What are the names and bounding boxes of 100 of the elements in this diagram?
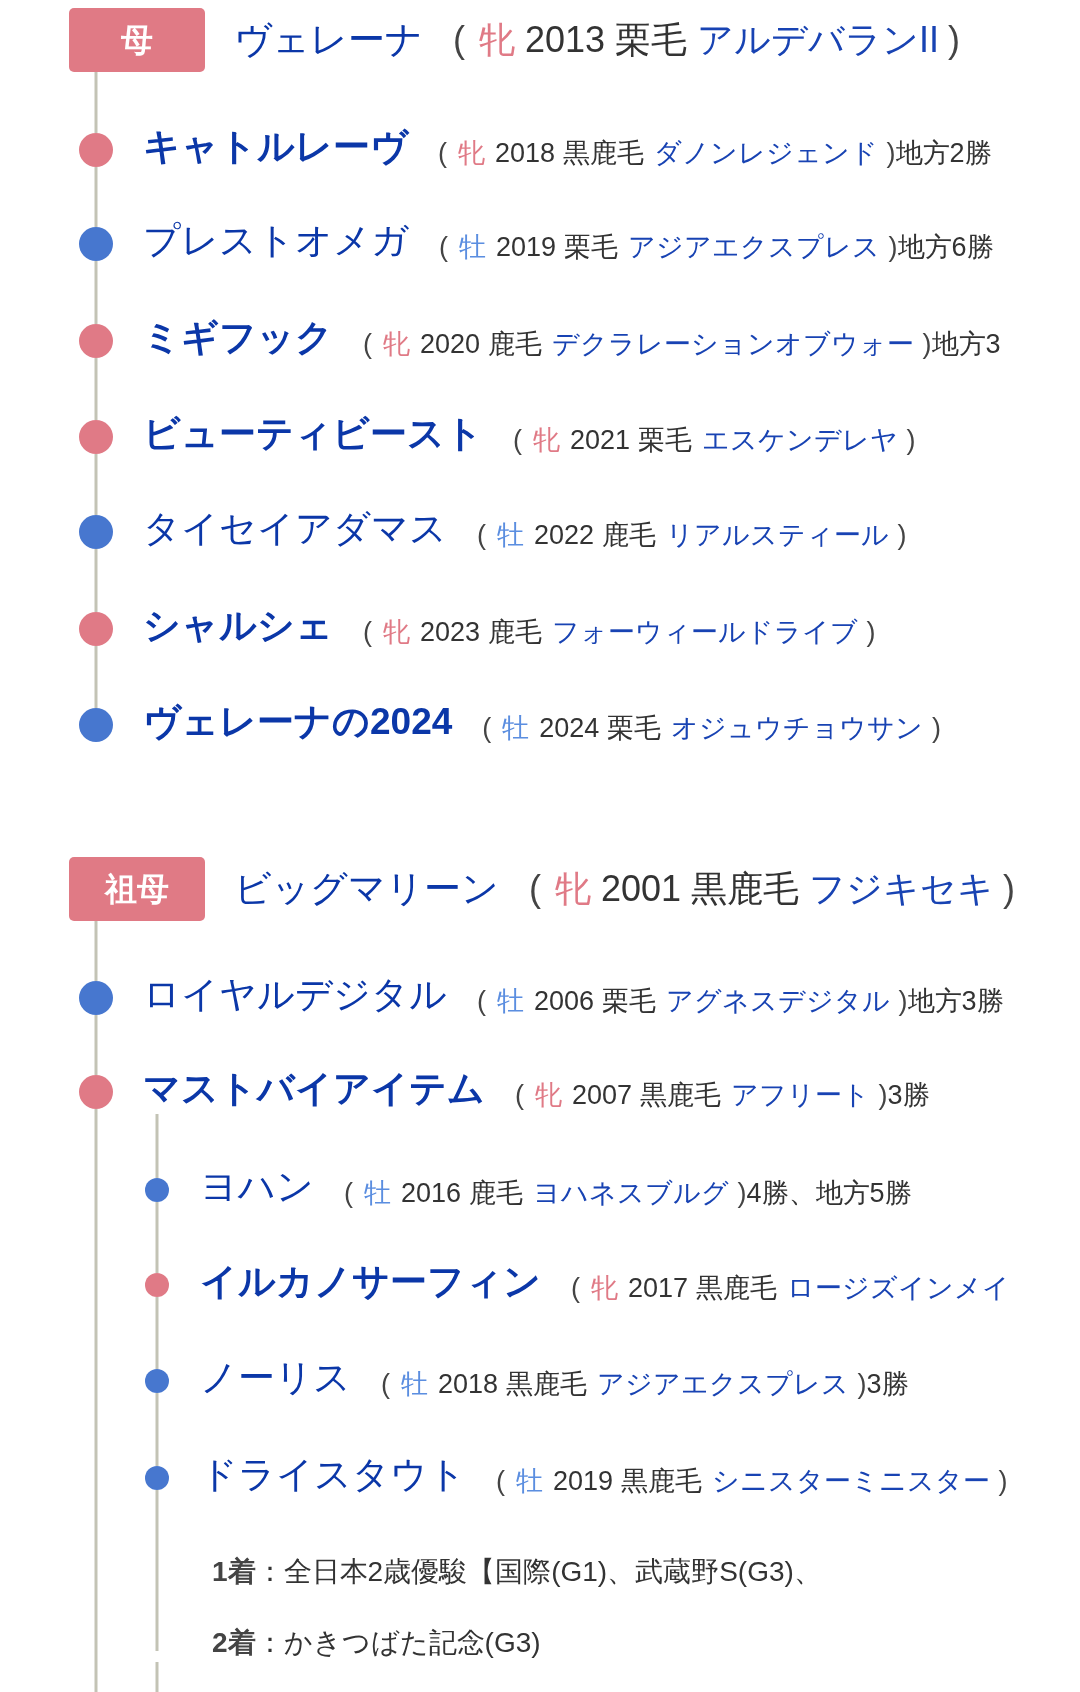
timeline-line [94, 358, 98, 420]
sex-mark: 牡 [497, 984, 524, 1018]
sex-mark: 牡 [497, 518, 524, 552]
race-result: 1着：全日本2歳優駿【国際(G1)、武蔵野S(G3)、 [212, 1554, 822, 1589]
parenthesis: ) [888, 230, 898, 264]
birth-year-coat: 2017 黒鹿毛 [628, 1271, 777, 1305]
parenthesis: ( [453, 17, 465, 62]
birth-year-coat: 2016 鹿毛 [401, 1176, 523, 1210]
parenthesis: ) [737, 1176, 747, 1210]
birth-year-coat: 2018 黒鹿毛 [495, 136, 644, 170]
birth-year-coat: 2021 栗毛 [570, 423, 692, 457]
parenthesis: ( [571, 1271, 580, 1305]
race-record: 地方6勝 [897, 230, 994, 264]
parenthesis: ( [513, 423, 522, 457]
sire-name: ロージズインメイ [786, 1271, 1010, 1305]
timeline-dot [79, 227, 113, 261]
parenthesis: ( [477, 518, 486, 552]
sire-name: シニスターミニスター [711, 1464, 990, 1498]
sex-mark: 牡 [516, 1464, 543, 1498]
timeline-line [94, 454, 98, 515]
parenthesis: ) [906, 423, 916, 457]
sex-mark: 牡 [459, 230, 486, 264]
birth-year-coat: 2022 鹿毛 [534, 518, 656, 552]
sex-mark: 牝 [533, 423, 560, 457]
horse-name: キャトルレーヴ [143, 124, 408, 169]
sex-mark: 牝 [555, 866, 591, 911]
sex-mark: 牝 [591, 1271, 618, 1305]
parenthesis: ( [529, 866, 541, 911]
sire-name: ヨハネスブルグ [532, 1176, 729, 1210]
parenthesis: ) [898, 984, 908, 1018]
timeline-dot [145, 1178, 169, 1202]
parenthesis: ) [922, 327, 932, 361]
timeline-line [94, 921, 98, 981]
sex-mark: 牡 [401, 1367, 428, 1401]
timeline-line [94, 167, 98, 227]
sex-mark: 牡 [502, 711, 530, 745]
birth-year-coat: 2001 黒鹿毛 [601, 866, 800, 911]
timeline-dot [79, 324, 113, 358]
horse-name: タイセイアダマス [143, 506, 447, 551]
parenthesis: ) [998, 1464, 1008, 1498]
parenthesis: ) [931, 711, 941, 745]
sire-name: アグネスデジタル [665, 984, 890, 1018]
horse-name: ヴェレーナ [234, 17, 423, 62]
sire-name: デクラレーションオブウォー [551, 327, 914, 361]
race-record: 地方3 [931, 327, 1001, 361]
timeline-line [94, 261, 98, 324]
parenthesis: ( [381, 1367, 390, 1401]
timeline-line [94, 1109, 98, 1692]
sire-name: エスケンデレヤ [701, 423, 898, 457]
parenthesis: ( [438, 136, 447, 170]
timeline-dot [145, 1466, 169, 1490]
horse-name: ビューティビースト [143, 411, 483, 456]
parenthesis: ) [1003, 866, 1016, 911]
sire-name: アフリート [730, 1078, 870, 1112]
birth-year-coat: 2024 栗毛 [539, 711, 661, 745]
birth-year-coat: 2019 黒鹿毛 [553, 1464, 702, 1498]
relation-tag: 母 [69, 8, 205, 72]
parenthesis: ) [897, 518, 907, 552]
birth-year-coat: 2007 黒鹿毛 [572, 1078, 721, 1112]
sire-name: アルデバランII [697, 17, 940, 62]
birth-year-coat: 2013 栗毛 [525, 17, 688, 62]
timeline-dot [79, 612, 113, 646]
timeline-line [94, 72, 98, 133]
sex-mark: 牡 [364, 1176, 391, 1210]
timeline-dot [145, 1369, 169, 1393]
race-record: 3勝 [887, 1078, 930, 1112]
timeline-line [155, 1114, 159, 1178]
sire-name: リアルスティール [665, 518, 889, 552]
race-record: 地方2勝 [895, 136, 992, 170]
parenthesis: ) [857, 1367, 867, 1401]
timeline-line [155, 1202, 159, 1273]
horse-name: ロイヤルデジタル [143, 972, 447, 1017]
parenthesis: ( [344, 1176, 353, 1210]
horse-name: ミギフック [143, 315, 333, 360]
sire-name: フジキセキ [809, 866, 995, 911]
birth-year-coat: 2006 栗毛 [534, 984, 656, 1018]
sire-name: ダノンレジェンド [653, 136, 878, 170]
sex-mark: 牝 [383, 327, 410, 361]
sire-name: アジアエクスプレス [627, 230, 880, 264]
parenthesis: ( [482, 711, 492, 745]
race-record: 3勝 [866, 1367, 909, 1401]
relation-tag: 祖母 [69, 857, 205, 921]
timeline-dot [79, 420, 113, 454]
sex-mark: 牝 [458, 136, 485, 170]
horse-name: ヴェレーナの2024 [143, 699, 453, 744]
parenthesis: ) [878, 1078, 888, 1112]
sire-name: アジアエクスプレス [596, 1367, 849, 1401]
timeline-dot [79, 133, 113, 167]
timeline-dot [79, 981, 113, 1015]
horse-name: ビッグマリーン [234, 866, 499, 911]
horse-name: ドライスタウト [200, 1452, 466, 1497]
race-result: 2着：かきつばた記念(G3) [212, 1625, 541, 1660]
parenthesis: ( [515, 1078, 524, 1112]
parenthesis: ) [886, 136, 896, 170]
horse-name: プレストオメガ [143, 218, 409, 263]
timeline-line [94, 646, 98, 708]
parenthesis: ( [496, 1464, 505, 1498]
parenthesis: ) [948, 17, 961, 62]
timeline-line [155, 1393, 159, 1466]
parenthesis: ) [866, 615, 876, 649]
